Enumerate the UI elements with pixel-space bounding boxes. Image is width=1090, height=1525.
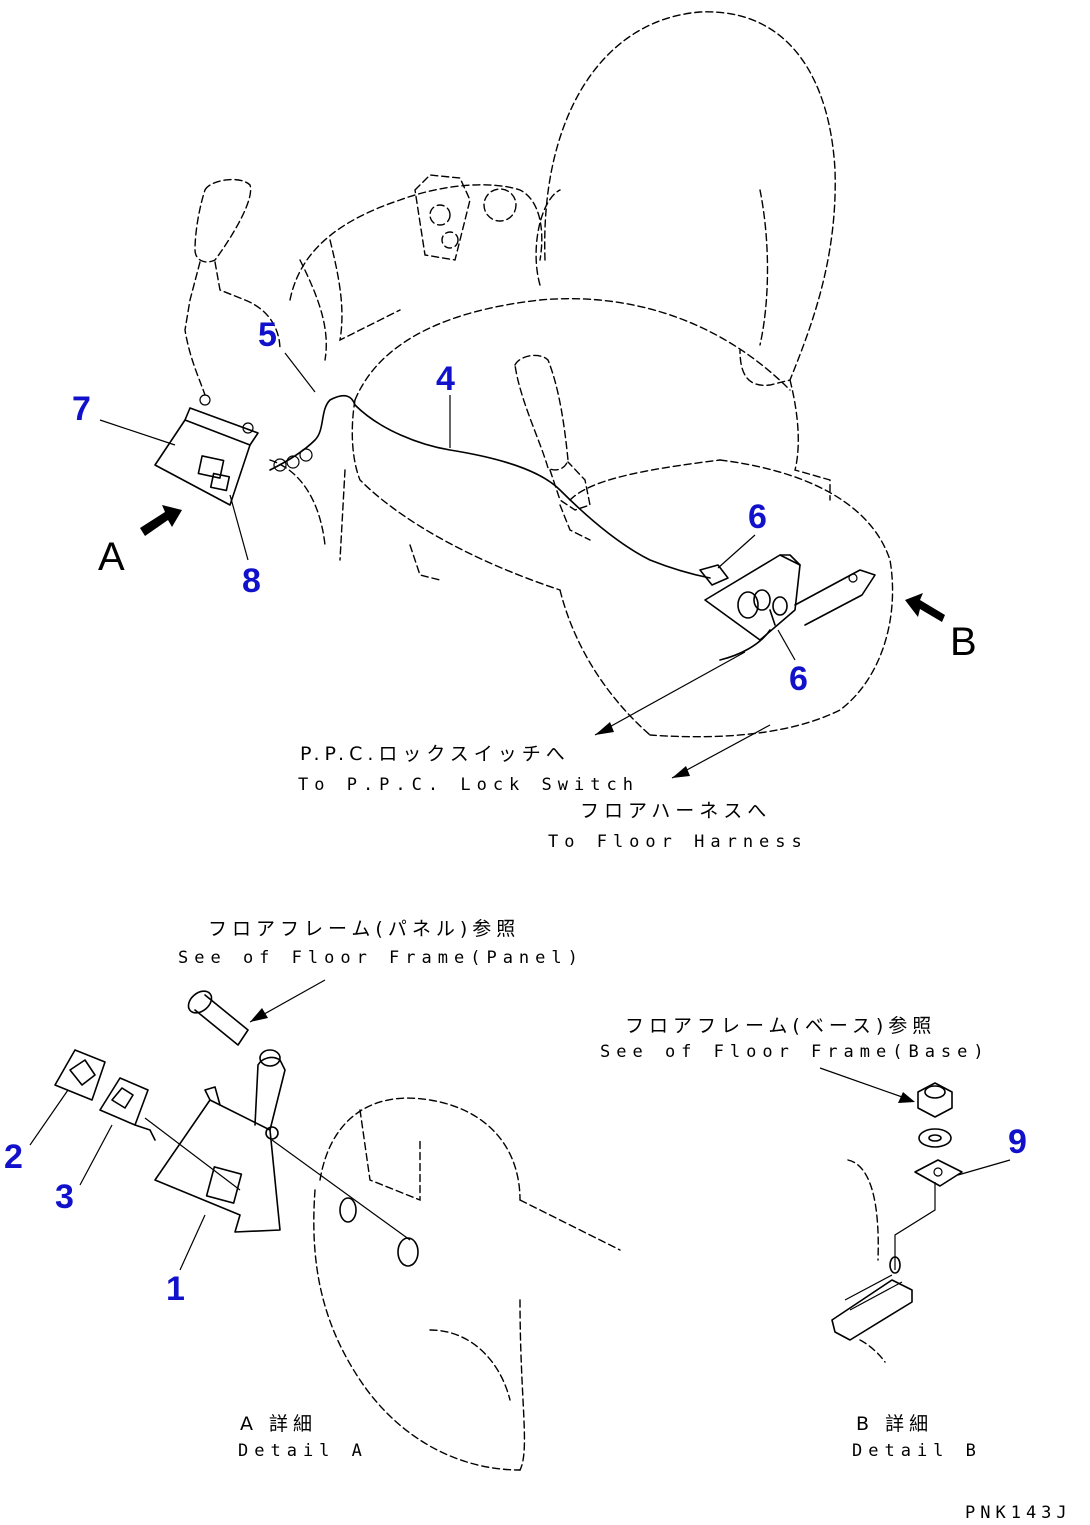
ppc-arrow-line <box>594 651 746 736</box>
detail-a-switch-2 <box>54 1049 106 1101</box>
detail-a-bracket <box>154 1056 286 1233</box>
left-control-lever <box>184 178 281 396</box>
callout-8: 8 <box>242 562 261 600</box>
detail-a-switch-3 <box>99 1077 156 1141</box>
detail-b-title-jp: B 詳細 <box>856 1413 933 1435</box>
leader-9 <box>957 1159 1011 1176</box>
detail-a-console <box>313 1097 621 1471</box>
detail-b-title-en: Detail B <box>852 1441 982 1461</box>
switch-bracket-left <box>154 394 259 506</box>
panel-ref-note-jp: フロアフレーム(パネル)参照 <box>208 918 520 940</box>
ppc-note-en: To P.P.C. Lock Switch <box>298 775 639 795</box>
leader-5 <box>284 352 316 393</box>
callout-7: 7 <box>72 390 91 428</box>
detail-a-wire <box>144 1117 241 1191</box>
connector-bracket-right <box>704 554 876 661</box>
floor-harness-note-jp: フロアハーネスへ <box>580 800 771 822</box>
detail-b-nut <box>917 1082 953 1118</box>
panel-ref-arrowhead <box>250 1008 268 1022</box>
callout-6-bottom: 6 <box>789 660 808 698</box>
view-arrow-a <box>140 505 182 536</box>
base-ref-arrowhead <box>898 1092 915 1103</box>
floor-harness-note-en: To Floor Harness <box>548 832 808 852</box>
leader-8 <box>229 494 249 561</box>
base-ref-note-jp: フロアフレーム(ベース)参照 <box>625 1015 936 1037</box>
detail-b-washer <box>918 1128 952 1148</box>
view-arrow-b <box>905 593 945 622</box>
leader-3 <box>79 1124 113 1186</box>
detail-a-title-en: Detail A <box>238 1441 368 1461</box>
base-ref-note-en: See of Floor Frame(Base) <box>600 1042 990 1062</box>
leader-1 <box>179 1214 206 1271</box>
callout-2: 2 <box>4 1138 23 1176</box>
callout-4: 4 <box>436 360 455 398</box>
leader-6b <box>777 629 796 661</box>
callout-9: 9 <box>1008 1123 1027 1161</box>
leader-2 <box>29 1089 69 1146</box>
view-label-b: B <box>950 620 977 664</box>
floor-harness-arrow-line <box>671 724 771 779</box>
wiring-harness <box>269 394 729 586</box>
detail-a-clip <box>339 1197 357 1223</box>
base-ref-arrow-line <box>819 1067 906 1099</box>
detail-a-screw <box>187 990 281 1067</box>
drawing-code: PNK143J <box>965 1503 1072 1523</box>
callout-1: 1 <box>166 1270 185 1308</box>
callout-6-top: 6 <box>748 498 767 536</box>
callout-3: 3 <box>55 1178 74 1216</box>
leader-7 <box>99 419 176 446</box>
detail-a-bolt-line <box>271 1139 411 1241</box>
leader-6a <box>717 534 756 569</box>
panel-ref-note-en: See of Floor Frame(Panel) <box>178 948 584 968</box>
floor-harness-arrowhead <box>672 766 690 778</box>
detail-a-grommet <box>397 1237 419 1267</box>
ppc-note-jp: P.P.C.ロックスイッチへ <box>300 743 570 765</box>
control-console <box>269 174 543 581</box>
detail-b-plate <box>914 1159 963 1187</box>
detail-b-frame <box>831 1159 936 1363</box>
ppc-arrowhead <box>595 722 614 735</box>
view-label-a: A <box>98 535 125 579</box>
right-control-lever <box>514 354 591 541</box>
callout-5: 5 <box>258 316 277 354</box>
seat-cushion <box>351 297 894 738</box>
seat-backrest <box>535 11 836 501</box>
detail-a-title-jp: A 詳細 <box>240 1413 317 1435</box>
